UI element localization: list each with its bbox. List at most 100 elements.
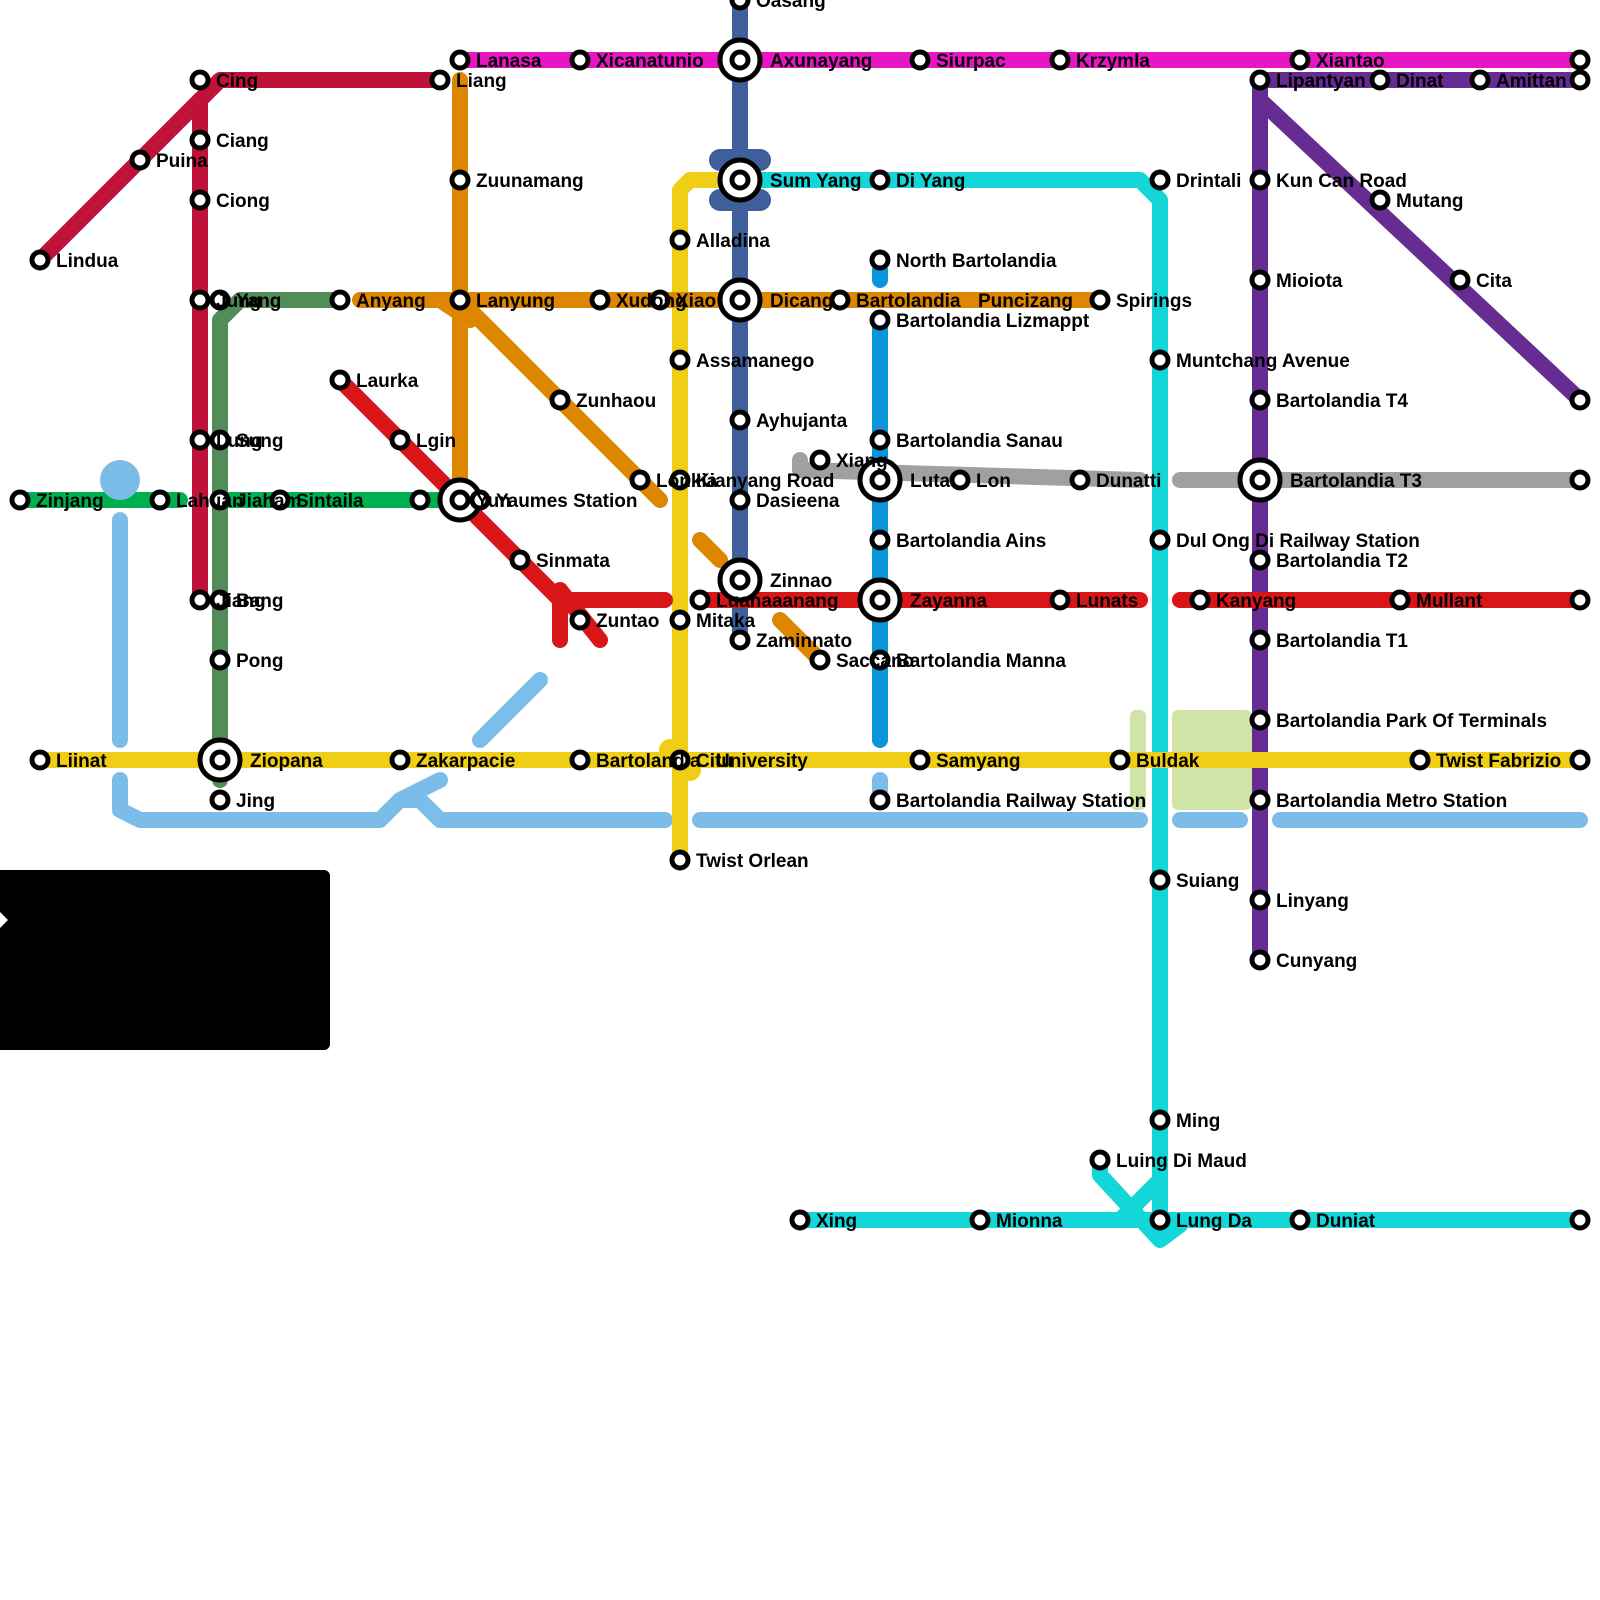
station-label-lipantyan: Lipantyan	[1276, 71, 1366, 92]
station-zuunamang	[452, 172, 468, 188]
station-laurka	[332, 372, 348, 388]
station-dinat	[1372, 72, 1388, 88]
station-label-jing: Jing	[236, 791, 275, 812]
station-lung-da	[1152, 1212, 1168, 1228]
station-zakarpacie	[392, 752, 408, 768]
station-label-kun-can-road: Kun Can Road	[1276, 171, 1407, 192]
station-label-lindua: Lindua	[56, 251, 119, 272]
station-zinjang	[12, 492, 28, 508]
station-sinmata	[512, 552, 528, 568]
station-label-twist-fabrizio: Twist Fabrizio	[1436, 751, 1561, 772]
station-label-ciang: Ciang	[216, 131, 269, 152]
station-label-mullant: Mullant	[1416, 591, 1483, 612]
station-suiang	[1152, 872, 1168, 888]
station-lon	[952, 472, 968, 488]
station-liang	[432, 72, 448, 88]
station-label-mioiota: Mioiota	[1276, 271, 1343, 292]
station-label-kanyang: Kanyang	[1216, 591, 1296, 612]
station-label-dunatti: Dunatti	[1096, 471, 1161, 492]
station-bartolandia-ains	[872, 532, 888, 548]
station-label-zinjang: Zinjang	[36, 491, 104, 512]
station-label-zakarpacie: Zakarpacie	[416, 751, 515, 772]
station-label-bartolandia-t4: Bartolandia T4	[1276, 391, 1408, 412]
station-label-puina: Puina	[156, 151, 208, 172]
station-label-bartolandia: Bartolandia	[596, 751, 701, 772]
station-lgin	[392, 432, 408, 448]
station-label-dinat: Dinat	[1396, 71, 1444, 92]
station-amittan	[1472, 72, 1488, 88]
station-label-sung: Sung	[236, 431, 284, 452]
line-lightblue	[400, 780, 440, 800]
station-mitaka	[672, 612, 688, 628]
station-label-xiao: Xiao	[676, 291, 716, 312]
station-label-laurka: Laurka	[356, 371, 419, 392]
station-label-oasang: Oasang	[756, 0, 826, 12]
station-label-lanasa: Lanasa	[476, 51, 542, 72]
station-edge	[1572, 1212, 1588, 1228]
station-luanaaanang	[692, 592, 708, 608]
station-label-zuntao: Zuntao	[596, 611, 659, 632]
station-ayhujanta	[732, 412, 748, 428]
station-duniat	[1292, 1212, 1308, 1228]
interchange-inner-zinnao	[732, 572, 748, 588]
station-label-liang: Liang	[456, 71, 507, 92]
station-label-bartolandia-lizmappt: Bartolandia Lizmappt	[896, 311, 1090, 332]
station-label-lgin: Lgin	[416, 431, 456, 452]
station-label-yang: Yang	[236, 291, 281, 312]
station-label-luanaaanang: Luanaaanang	[716, 591, 838, 612]
station-mutang	[1372, 192, 1388, 208]
station-label-di-yang: Di Yang	[896, 171, 965, 192]
station-label-krzymla: Krzymla	[1076, 51, 1150, 72]
station-bartolandia-t1	[1252, 632, 1268, 648]
station-label-sintaila: Sintaila	[296, 491, 364, 512]
interchange-inner-zayanna	[872, 592, 888, 608]
station-xicanatunio	[572, 52, 588, 68]
station-oasang	[732, 0, 748, 8]
interchange-inner-axunayang	[732, 52, 748, 68]
station-saccano	[812, 652, 828, 668]
station-samyang	[912, 752, 928, 768]
line-cyan	[740, 180, 1160, 1220]
station-kanyang	[1192, 592, 1208, 608]
station-label-zinnao: Zinnao	[770, 571, 832, 592]
station-label-twist-orlean: Twist Orlean	[696, 851, 809, 872]
interchange-inner-ziopana	[212, 752, 228, 768]
station-label-luing-di-maud: Luing Di Maud	[1116, 1151, 1247, 1172]
station-label-ziopana: Ziopana	[250, 751, 323, 772]
station-label-ciong: Ciong	[216, 191, 270, 212]
station-label-bartolandia-sanau: Bartolandia Sanau	[896, 431, 1063, 452]
station-label-lung-da: Lung Da	[1176, 1211, 1252, 1232]
station-muntchang-avenue	[1152, 352, 1168, 368]
station-assamanego	[672, 352, 688, 368]
station-spirings	[1092, 292, 1108, 308]
station-label-cing: Cing	[216, 71, 258, 92]
station-label-dicang: Dicang	[770, 291, 833, 312]
station-bartolandia	[572, 752, 588, 768]
station-lindua	[32, 252, 48, 268]
station-label-north-bartolandia: North Bartolandia	[896, 251, 1057, 272]
station-lung	[192, 432, 208, 448]
station-cunyang	[1252, 952, 1268, 968]
station-label-axunayang: Axunayang	[770, 51, 872, 72]
station-puina	[132, 152, 148, 168]
station-label-lunats: Lunats	[1076, 591, 1138, 612]
station-label-bartolandia-manna: Bartolandia Manna	[896, 651, 1066, 672]
interchange-inner-yun	[452, 492, 468, 508]
station-label-alladina: Alladina	[696, 231, 770, 252]
inset-box	[0, 870, 330, 1050]
station-label-mionna: Mionna	[996, 1211, 1063, 1232]
station-label-pong: Pong	[236, 651, 284, 672]
station-label-zuunamang: Zuunamang	[476, 171, 584, 192]
station-label-bang: Bang	[236, 591, 284, 612]
station-zunhaou	[552, 392, 568, 408]
station-label-xiang: Xiang	[836, 451, 888, 472]
station-bartolandia-lizmappt	[872, 312, 888, 328]
station-label-mitaka: Mitaka	[696, 611, 756, 632]
station-label-xing: Xing	[816, 1211, 857, 1232]
station-mionna	[972, 1212, 988, 1228]
station-edge	[412, 492, 428, 508]
station-label-sinmata: Sinmata	[536, 551, 610, 572]
line-orange	[700, 540, 720, 560]
